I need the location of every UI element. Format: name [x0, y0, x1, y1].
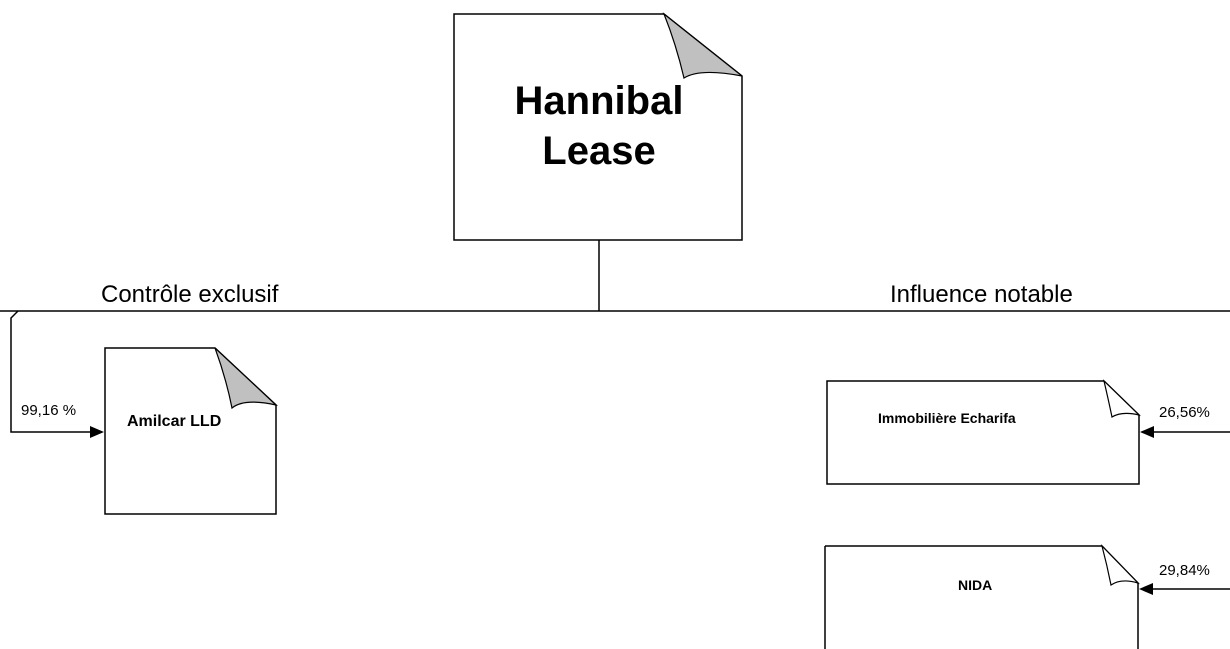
amilcar-share-arrow [10, 310, 104, 438]
amilcar-document-shape [104, 347, 279, 515]
right-branch-label: Influence notable [890, 281, 1073, 308]
nida-document-shape [824, 543, 1141, 649]
echarifa-name: Immobilière Echarifa [878, 410, 1016, 426]
amilcar-name: Amilcar LLD [127, 413, 222, 430]
parent-document-shape [453, 12, 743, 241]
nida-share-arrow [1139, 583, 1230, 595]
echarifa-share-arrow [1140, 426, 1230, 438]
left-branch-label: Contrôle exclusif [101, 281, 279, 308]
amilcar-share-label: 99,16 % [21, 402, 77, 419]
echarifa-share-label: 26,56% [1159, 404, 1210, 421]
nida-name: NIDA [958, 577, 993, 593]
parent-company-name: Hannibal Lease [484, 76, 714, 176]
parent-name-line1: Hannibal [514, 79, 684, 123]
nida-share-label: 29,84% [1159, 562, 1210, 579]
parent-name-line2: Lease [542, 129, 656, 173]
echarifa-document-shape [826, 379, 1141, 485]
